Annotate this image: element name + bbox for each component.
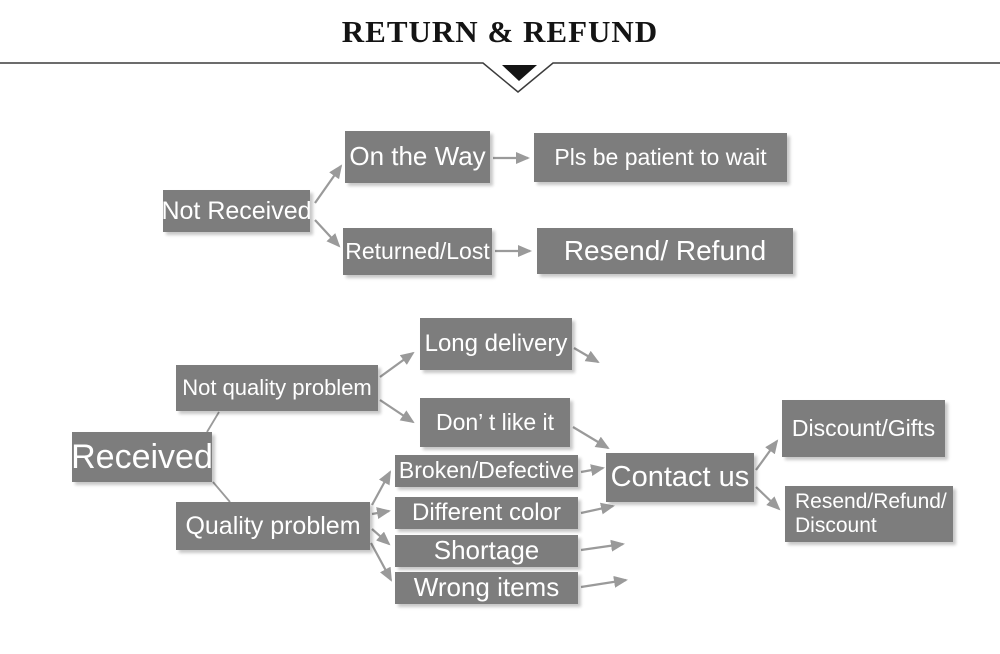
node-resend-refund-discount: Resend/Refund/ Discount [785, 486, 953, 542]
node-long-delivery: Long delivery [420, 318, 572, 370]
arrow-not-received-to-returned-lost [314, 219, 341, 248]
node-different-color: Different color [395, 497, 578, 529]
node-returned-lost: Returned/Lost [343, 228, 492, 275]
node-not-received: Not Received [161, 190, 312, 232]
node-quality-problem: Quality problem [176, 502, 370, 550]
node-pls-be-patient: Pls be patient to wait [534, 133, 787, 182]
arrow-quality-to-different-color [371, 507, 391, 519]
arrow-contact-us-to-discount-gifts [755, 439, 779, 471]
page-title: RETURN & REFUND [341, 14, 659, 49]
line-received-to-not-quality-problem [206, 411, 220, 433]
arrow-shortage-to-contact-us [580, 539, 625, 552]
node-discount-gifts: Discount/Gifts [782, 400, 945, 457]
arrow-different-color-to-contact-us [580, 502, 615, 515]
arrow-not-quality-to-dont-like-it [379, 399, 415, 424]
node-received: Received [71, 432, 213, 482]
line-received-to-quality-problem [212, 481, 231, 503]
arrow-quality-to-shortage [371, 528, 391, 546]
node-resend-refund: Resend/ Refund [537, 228, 793, 274]
node-not-quality-problem: Not quality problem [176, 365, 378, 411]
node-contact-us: Contact us [606, 453, 754, 502]
arrow-long-delivery-out [573, 347, 600, 364]
arrow-contact-us-to-resend-discount [755, 486, 781, 511]
arrow-quality-to-wrong-items [370, 542, 392, 582]
arrow-not-quality-to-long-delivery [379, 351, 415, 378]
down-arrow-icon [502, 65, 537, 81]
arrow-wrong-items-to-contact-us [580, 575, 628, 589]
node-broken-defective: Broken/Defective [395, 455, 578, 487]
arrow-dont-like-it-to-contact-us [572, 426, 610, 450]
arrow-not-received-to-on-the-way [314, 164, 343, 204]
node-shortage: Shortage [395, 535, 578, 567]
arrow-quality-to-broken-defective [371, 470, 391, 506]
header-divider-line [0, 62, 1000, 93]
node-wrong-items: Wrong items [395, 572, 578, 604]
node-on-the-way: On the Way [345, 131, 490, 183]
arrow-broken-defective-to-contact-us [580, 464, 605, 477]
node-dont-like-it: Don’ t like it [420, 398, 570, 447]
